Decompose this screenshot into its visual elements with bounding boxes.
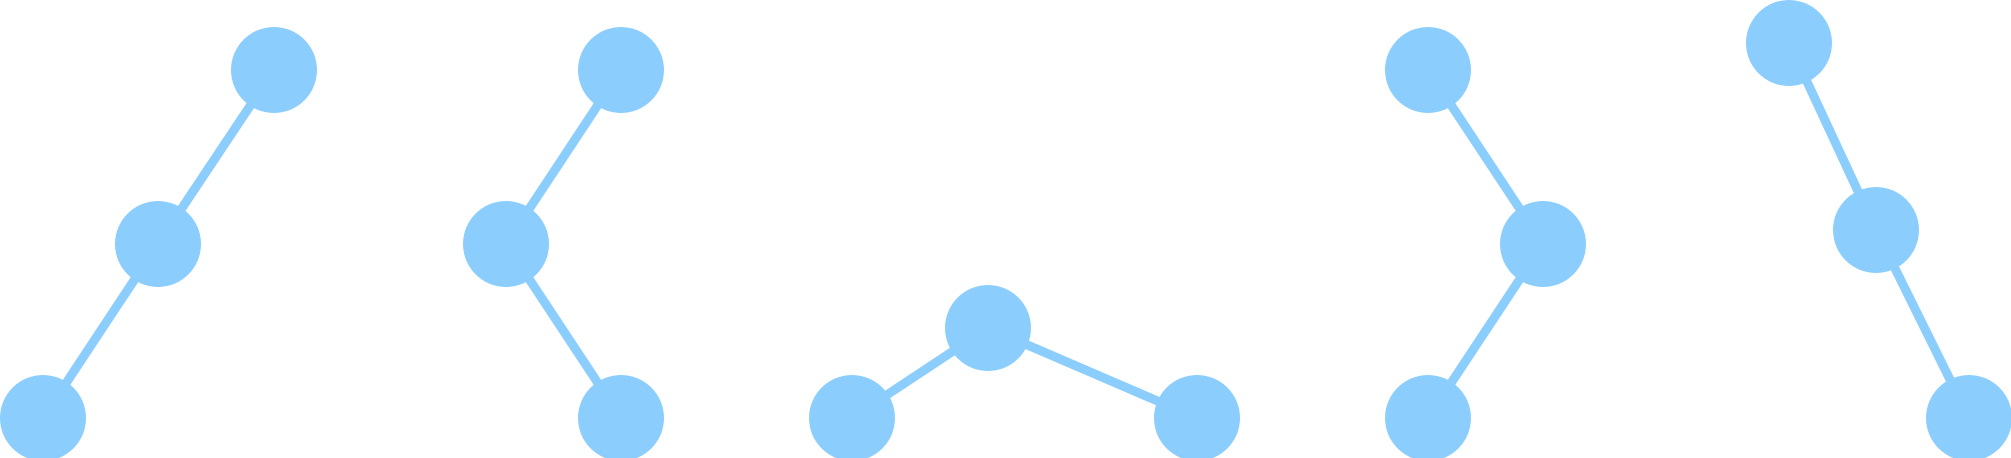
node-n1 [809, 375, 895, 458]
node-n3 [578, 375, 664, 458]
node-n3 [1385, 375, 1471, 458]
node-n2 [1500, 201, 1586, 287]
tree-diagram-2 [463, 27, 664, 458]
node-n1 [578, 27, 664, 113]
tree-diagram-4 [1385, 27, 1586, 458]
node-n2 [463, 201, 549, 287]
node-n1 [1746, 0, 1832, 86]
node-n1 [1385, 27, 1471, 113]
tree-diagram-1 [0, 27, 317, 458]
node-n1 [231, 27, 317, 113]
tree-diagram-5 [1746, 0, 2011, 458]
node-n3 [0, 375, 86, 458]
node-n3 [1926, 375, 2011, 458]
node-n2 [115, 201, 201, 287]
tree-diagram-3 [809, 285, 1240, 458]
node-n2 [1833, 187, 1919, 273]
node-n3 [1154, 375, 1240, 458]
node-n2 [945, 285, 1031, 371]
